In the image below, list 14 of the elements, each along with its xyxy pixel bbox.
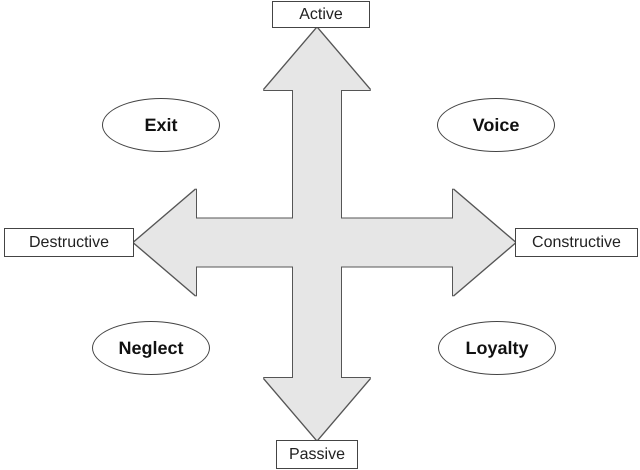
double-arrow <box>264 28 370 440</box>
node-label: Loyalty <box>465 338 529 358</box>
node-label: Passive <box>288 446 346 464</box>
label-box <box>272 1 370 28</box>
node-label: Destructive <box>28 234 110 252</box>
node-label: Voice <box>472 114 520 136</box>
node-label: Neglect <box>118 338 184 358</box>
label-box <box>276 440 358 469</box>
node-label: Constructive <box>532 234 621 252</box>
node-label: Active <box>299 6 343 24</box>
node-label: Exit <box>144 114 178 136</box>
label-box <box>4 228 134 257</box>
label-box <box>515 228 638 257</box>
double-arrow <box>134 190 515 296</box>
